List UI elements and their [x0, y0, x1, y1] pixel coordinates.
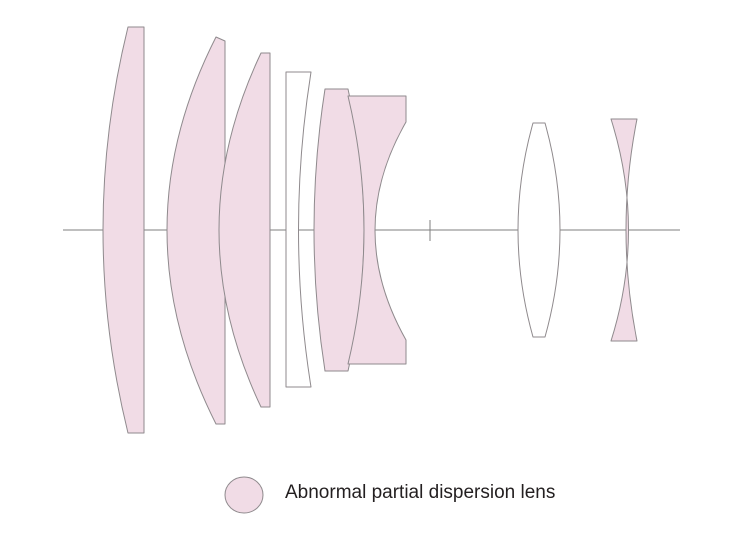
lens-element-6 — [347, 95, 407, 365]
legend-label: Abnormal partial dispersion lens — [285, 482, 556, 503]
lens-element-8 — [610, 118, 638, 342]
lens-element-1 — [102, 26, 145, 434]
lens-element-7 — [517, 122, 561, 338]
lens-element-2 — [166, 36, 226, 425]
lens-element-3 — [218, 52, 271, 408]
lens-element-4 — [285, 71, 312, 388]
legend-swatch — [224, 476, 264, 514]
